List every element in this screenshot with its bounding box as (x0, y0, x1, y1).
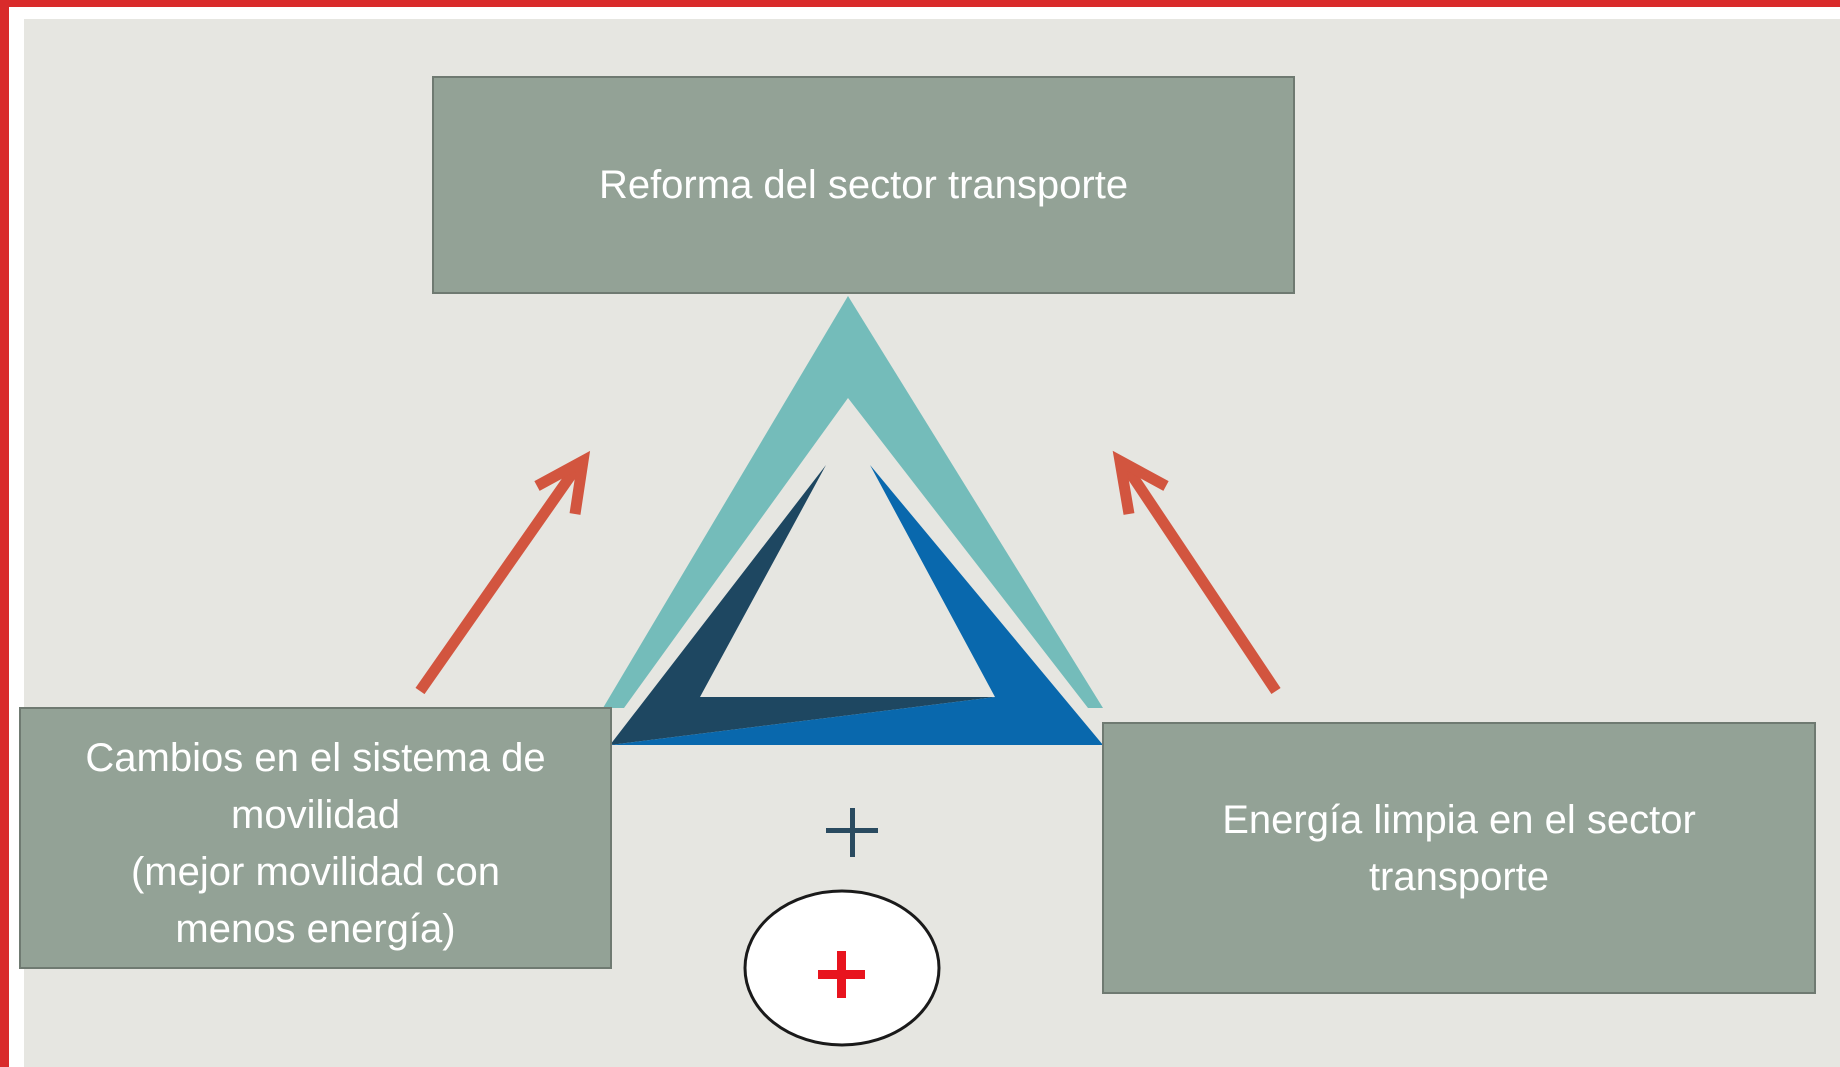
teal-triangle-left-side (603, 296, 848, 708)
reform-box: Reforma del sector transporte (432, 76, 1295, 294)
clean-energy-label: Energía limpia en el sector transporte (1222, 798, 1696, 899)
clean-energy-box: Energía limpia en el sector transporte (1102, 722, 1816, 994)
mobility-changes-box: Cambios en el sistema de movilidad (mejo… (19, 707, 612, 969)
plus-icon (826, 808, 878, 857)
right-arrow (1112, 450, 1281, 695)
circle-plus-icon (743, 889, 941, 1047)
frame-left-border (0, 0, 9, 1067)
teal-triangle-right-side (848, 296, 1103, 708)
left-arrow (415, 450, 591, 695)
mobility-changes-label: Cambios en el sistema de movilidad (mejo… (85, 736, 546, 951)
reform-label: Reforma del sector transporte (598, 162, 1129, 207)
dark-triangle-left-side (610, 465, 995, 745)
frame-top-border (0, 0, 1840, 7)
blue-triangle-right-side (610, 465, 1103, 745)
